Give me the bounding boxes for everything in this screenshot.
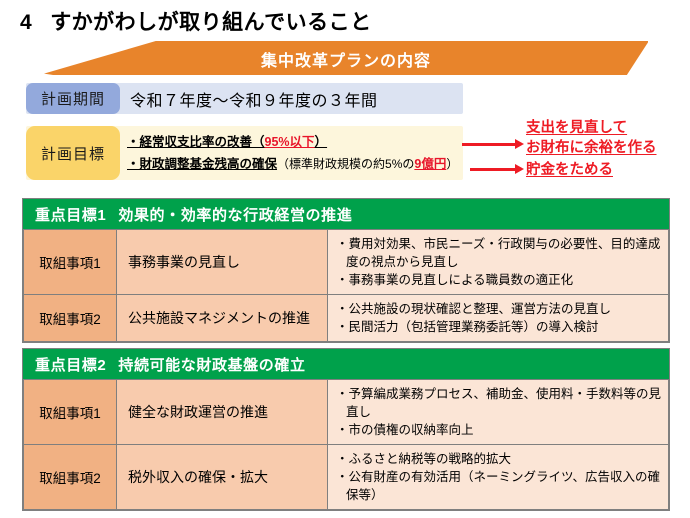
page-title: 4 すかがわしが取り組んでいること bbox=[20, 6, 372, 36]
priority-goal-2-table: 取組事項1 健全な財政運営の推進 ・予算編成業務プロセス、補助金、使用料・手数料… bbox=[23, 379, 669, 510]
priority-goal-1-text: 効果的・効率的な行政経営の推進 bbox=[118, 206, 353, 224]
callout-spending-line-2: お財布に余裕を作る bbox=[526, 140, 657, 156]
description-line: ・費用対効果、市民ニーズ・行政関与の必要性、目的達成度の視点から見直し bbox=[336, 237, 661, 269]
priority-goal-2-header: 重点目標2 持続可能な財政基盤の確立 bbox=[23, 349, 669, 379]
table-row: 取組事項2 公共施設マネジメントの推進 ・公共施設の現状確認と整理、運営方法の見… bbox=[23, 294, 669, 342]
table-row: 取組事項1 健全な財政運営の推進 ・予算編成業務プロセス、補助金、使用料・手数料… bbox=[23, 379, 669, 445]
description-line: ・公共施設の現状確認と整理、運営方法の見直し bbox=[336, 302, 612, 316]
goal-1-suffix: ） bbox=[314, 135, 328, 149]
priority-goal-1-header: 重点目標1 効果的・効率的な行政経営の推進 bbox=[23, 199, 669, 229]
page-title-number: 4 bbox=[20, 11, 33, 34]
table-row: 取組事項1 事務事業の見直し ・費用対効果、市民ニーズ・行政関与の必要性、目的達… bbox=[23, 229, 669, 295]
goal-2-paren-close: ） bbox=[446, 157, 459, 171]
callout-spending-line-1: 支出を見直して bbox=[526, 120, 628, 136]
priority-goal-2-number: 重点目標2 bbox=[35, 356, 107, 374]
priority-goal-block-1: 重点目標1 効果的・効率的な行政経営の推進 取組事項1 事務事業の見直し ・費用対… bbox=[22, 198, 670, 343]
plan-goal-label: 計画目標 bbox=[26, 126, 120, 180]
plan-period-value: 令和７年度～令和９年度の３年間 bbox=[130, 92, 378, 110]
plan-period-row: 計画期間 令和７年度～令和９年度の３年間 bbox=[26, 83, 463, 114]
callout-savings: 貯金をためる bbox=[526, 160, 613, 180]
row-title: 事務事業の見直し bbox=[116, 229, 328, 295]
goal-2-highlight: 9億円 bbox=[414, 157, 447, 171]
row-title: 健全な財政運営の推進 bbox=[116, 379, 328, 445]
plan-goal-list: ・経常収支比率の改善（95%以下） ・財政調整基金残高の確保（標準財政規模の約5… bbox=[127, 131, 461, 175]
callout-spending: 支出を見直して お財布に余裕を作る bbox=[526, 118, 657, 158]
plan-goal-line-2: ・財政調整基金残高の確保（標準財政規模の約5%の9億円） bbox=[127, 153, 461, 175]
priority-goal-block-2: 重点目標2 持続可能な財政基盤の確立 取組事項1 健全な財政運営の推進 ・予算編成… bbox=[22, 348, 670, 511]
arrow-shaft bbox=[462, 143, 515, 146]
banner-label: 集中改革プランの内容 bbox=[260, 53, 431, 70]
goal-1-highlight: 95%以下 bbox=[264, 135, 315, 149]
row-description: ・費用対効果、市民ニーズ・行政関与の必要性、目的達成度の視点から見直し ・事務事… bbox=[327, 229, 669, 295]
description-line: ・ふるさと納税等の戦略的拡大 bbox=[336, 452, 512, 466]
row-item-label: 取組事項1 bbox=[23, 379, 117, 445]
row-item-label: 取組事項2 bbox=[23, 294, 117, 342]
arrow-head bbox=[515, 164, 524, 174]
callout-savings-line-1: 貯金をためる bbox=[526, 162, 613, 178]
plan-period-label: 計画期間 bbox=[26, 83, 120, 114]
description-line: ・民間活力（包括管理業務委託等）の導入検討 bbox=[336, 320, 599, 334]
page-title-text: すかがわしが取り組んでいること bbox=[50, 11, 372, 34]
goal-2-paren-open: （標準財政規模の約5%の bbox=[277, 157, 415, 171]
plan-goal-line-1: ・経常収支比率の改善（95%以下） bbox=[127, 131, 461, 153]
row-item-label: 取組事項2 bbox=[23, 444, 117, 510]
goal-2-prefix: ・財政調整基金残高の確保 bbox=[127, 157, 278, 171]
description-line: ・予算編成業務プロセス、補助金、使用料・手数料等の見直し bbox=[336, 387, 662, 419]
row-item-label: 取組事項1 bbox=[23, 229, 117, 295]
row-description: ・公共施設の現状確認と整理、運営方法の見直し ・民間活力（包括管理業務委託等）の… bbox=[327, 294, 669, 342]
priority-goal-1-number: 重点目標1 bbox=[35, 206, 107, 224]
priority-goal-1-table: 取組事項1 事務事業の見直し ・費用対効果、市民ニーズ・行政関与の必要性、目的達… bbox=[23, 229, 669, 342]
description-line: ・事務事業の見直しによる職員数の適正化 bbox=[336, 273, 574, 287]
arrow-shaft bbox=[470, 168, 515, 171]
description-line: ・市の債権の収納率向上 bbox=[336, 423, 474, 437]
goal-1-prefix: ・経常収支比率の改善（ bbox=[127, 135, 265, 149]
row-description: ・ふるさと納税等の戦略的拡大 ・公有財産の有効活用（ネーミングライツ、広告収入の… bbox=[327, 444, 669, 510]
arrow-head bbox=[515, 139, 524, 149]
priority-goal-2-text: 持続可能な財政基盤の確立 bbox=[118, 356, 306, 374]
description-line: ・公有財産の有効活用（ネーミングライツ、広告収入の確保等） bbox=[336, 470, 661, 502]
plan-goal-row: 計画目標 ・経常収支比率の改善（95%以下） ・財政調整基金残高の確保（標準財政… bbox=[26, 126, 463, 180]
right-arrow-icon-1 bbox=[462, 139, 524, 149]
row-title: 税外収入の確保・拡大 bbox=[116, 444, 328, 510]
row-description: ・予算編成業務プロセス、補助金、使用料・手数料等の見直し ・市の債権の収納率向上 bbox=[327, 379, 669, 445]
right-arrow-icon-2 bbox=[470, 164, 524, 174]
section-banner: 集中改革プランの内容 bbox=[44, 41, 648, 75]
table-row: 取組事項2 税外収入の確保・拡大 ・ふるさと納税等の戦略的拡大 ・公有財産の有効… bbox=[23, 444, 669, 510]
banner-parallelogram-shape bbox=[44, 41, 648, 75]
row-title: 公共施設マネジメントの推進 bbox=[116, 294, 328, 342]
